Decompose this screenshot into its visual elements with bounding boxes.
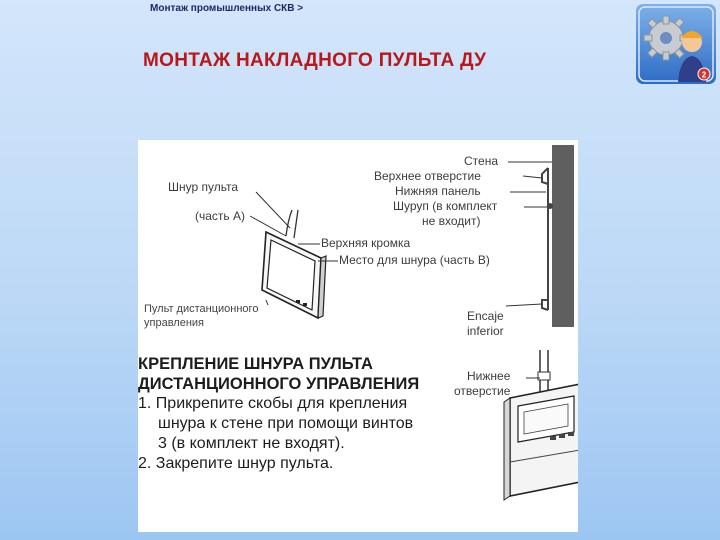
label-lower-hole-2: отверстие (454, 384, 511, 398)
mounting-diagram: Шнур пульта (часть А) Верхняя кромка Мес… (138, 140, 578, 532)
page-title: МОНТАЖ НАКЛАДНОГО ПУЛЬТА ДУ (143, 50, 487, 71)
label-cord-place: Место для шнура (часть В) (339, 253, 490, 267)
cord-line (285, 209, 299, 239)
step-1-line-2: шнура к стене при помощи винтов (158, 415, 414, 432)
remote-front (503, 350, 578, 501)
lower-panel-profile (541, 167, 549, 311)
label-top-edge: Верхняя кромка (321, 236, 411, 250)
wall-block (552, 145, 574, 327)
label-lower-hole: Нижнее (467, 369, 511, 383)
label-encaje: Encaje (467, 309, 504, 323)
logo: 2 (636, 4, 716, 84)
diagram-drawing (249, 145, 578, 501)
remote-perspective (261, 230, 327, 320)
label-cord: Шнур пульта (168, 180, 239, 194)
label-lower-panel: Нижняя панель (395, 184, 481, 198)
screw-mark (547, 203, 553, 209)
breadcrumb[interactable]: Монтаж промышленных СКВ > (150, 3, 304, 14)
label-screw: Шуруп (в комплект (393, 199, 498, 213)
instructions-heading-2: ДИСТАНЦИОННОГО УПРАВЛЕНИЯ (138, 375, 420, 393)
label-remote: Пульт дистанционного (144, 303, 259, 315)
label-screw-2: не входит) (422, 214, 481, 228)
step-1-line-1: 1. Прикрепите скобы для крепления (138, 395, 408, 412)
step-1-line-3: 3 (в комплект не входят). (158, 435, 345, 452)
gear-worker-icon: 2 (636, 4, 716, 84)
label-remote-2: управления (144, 317, 204, 329)
label-part-a: (часть А) (195, 209, 246, 223)
instructions: КРЕПЛЕНИЕ ШНУРА ПУЛЬТА ДИСТАНЦИОННОГО УП… (138, 354, 448, 474)
label-wall: Стена (464, 154, 499, 168)
instructions-heading-1: КРЕПЛЕНИЕ ШНУРА ПУЛЬТА (138, 355, 373, 373)
step-2: 2. Закрепите шнур пульта. (138, 455, 334, 472)
logo-badge: 2 (702, 71, 707, 80)
label-upper-hole: Верхнее отверстие (374, 169, 481, 183)
label-inferior: inferior (467, 324, 504, 338)
